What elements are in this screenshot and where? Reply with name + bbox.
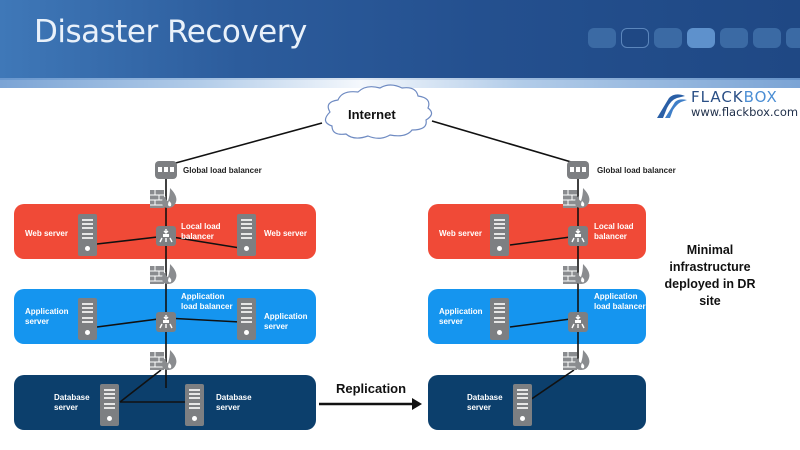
primary-app-server-right-label-1: Application xyxy=(264,312,308,321)
database-server-icon[interactable] xyxy=(513,384,532,426)
dr-web-server-label: Web server xyxy=(439,229,482,238)
dr-global-lb-label: Global load balancer xyxy=(597,166,676,175)
header-band xyxy=(0,78,800,88)
brand-name-secondary: BOX xyxy=(743,88,778,106)
link-internet-dr xyxy=(431,120,579,165)
dr-web-tier xyxy=(428,204,646,259)
database-server-icon[interactable] xyxy=(100,384,119,426)
firewall-icon[interactable] xyxy=(150,348,178,372)
dr-local-lb-label-2: balancer xyxy=(594,232,627,241)
internet-label: Internet xyxy=(348,107,396,122)
dr-app-server-label-2: server xyxy=(439,317,464,326)
primary-global-lb-label: Global load balancer xyxy=(183,166,262,175)
header-bar: Disaster Recovery xyxy=(0,0,800,80)
firewall-icon[interactable] xyxy=(563,348,591,372)
dr-note-line: Minimal xyxy=(686,243,734,257)
local-load-balancer-icon[interactable] xyxy=(156,226,176,246)
primary-web-link-left xyxy=(96,235,167,245)
web-server-icon[interactable] xyxy=(490,214,509,256)
dr-local-lb-label-1: Local load xyxy=(594,222,634,231)
header-decor xyxy=(588,28,800,48)
load-balancer-glyph xyxy=(159,315,173,329)
global-load-balancer-icon[interactable] xyxy=(567,161,589,179)
dr-note-line: site xyxy=(699,294,721,308)
dr-note-line: infrastructure xyxy=(669,260,751,274)
primary-db-link-diag xyxy=(119,369,162,403)
brand-name: FLACKBOX xyxy=(691,88,778,106)
primary-app-lb-label-2: load balancer xyxy=(181,302,233,311)
primary-web-link-right xyxy=(165,235,241,249)
firewall-icon[interactable] xyxy=(150,262,178,286)
dr-app-lb-label-2: load balancer xyxy=(594,302,646,311)
application-load-balancer-icon[interactable] xyxy=(568,312,588,332)
web-server-icon[interactable] xyxy=(78,214,97,256)
primary-local-lb-label-2: balancer xyxy=(181,232,214,241)
primary-db-server-right-label-2: server xyxy=(216,403,241,412)
primary-app-server-left-label-2: server xyxy=(25,317,50,326)
link-internet-primary xyxy=(171,122,323,165)
primary-app-link-right xyxy=(165,317,241,323)
global-load-balancer-icon[interactable] xyxy=(155,161,177,179)
dr-app-tier xyxy=(428,289,646,344)
decor-pill xyxy=(753,28,781,48)
decor-pill xyxy=(720,28,748,48)
brand-url: www.flackbox.com xyxy=(691,105,799,119)
decor-pill xyxy=(588,28,616,48)
decor-pill xyxy=(786,28,800,48)
primary-db-server-right-label-1: Database xyxy=(216,393,252,402)
dr-web-link xyxy=(509,235,579,246)
dr-db-tier xyxy=(428,375,646,430)
dr-db-link xyxy=(529,369,575,401)
primary-db-server-left-label-1: Database xyxy=(54,393,90,402)
dr-db-server-label-2: server xyxy=(467,403,492,412)
brand-name-primary: FLACK xyxy=(691,88,744,106)
flackbox-logo: FLACKBOX www.flackbox.com xyxy=(655,88,799,122)
load-balancer-glyph xyxy=(571,229,585,243)
decor-pill xyxy=(621,28,649,48)
primary-app-lb-label-1: Application xyxy=(181,292,225,301)
application-server-icon[interactable] xyxy=(237,298,256,340)
dr-note-line: deployed in DR xyxy=(664,277,756,291)
firewall-icon[interactable] xyxy=(563,262,591,286)
dr-app-link xyxy=(509,317,579,328)
decor-pill xyxy=(687,28,715,48)
primary-web-server-right-label: Web server xyxy=(264,229,307,238)
database-server-icon[interactable] xyxy=(185,384,204,426)
dr-app-lb-label-1: Application xyxy=(594,292,638,301)
replication-label: Replication xyxy=(336,381,407,396)
cloud-icon xyxy=(324,84,433,139)
firewall-icon[interactable] xyxy=(150,186,178,210)
application-server-icon[interactable] xyxy=(78,298,97,340)
dr-note: Minimal infrastructure deployed in DR si… xyxy=(655,242,765,310)
page-title: Disaster Recovery xyxy=(34,14,307,50)
load-balancer-glyph xyxy=(159,229,173,243)
dr-app-server-label-1: Application xyxy=(439,307,483,316)
decor-pill xyxy=(654,28,682,48)
primary-app-server-left-label-1: Application xyxy=(25,307,69,316)
primary-local-lb-label-1: Local load xyxy=(181,222,221,231)
primary-app-server-right-label-2: server xyxy=(264,322,289,331)
primary-db-server-left-label-2: server xyxy=(54,403,79,412)
primary-web-server-left-label: Web server xyxy=(25,229,68,238)
flackbox-logo-icon xyxy=(657,94,687,118)
application-server-icon[interactable] xyxy=(490,298,509,340)
firewall-icon[interactable] xyxy=(563,186,591,210)
arrow-right-icon xyxy=(319,398,422,410)
web-server-icon[interactable] xyxy=(237,214,256,256)
load-balancer-glyph xyxy=(571,315,585,329)
application-load-balancer-icon[interactable] xyxy=(156,312,176,332)
dr-db-server-label-1: Database xyxy=(467,393,503,402)
local-load-balancer-icon[interactable] xyxy=(568,226,588,246)
primary-app-link-left xyxy=(96,317,167,328)
